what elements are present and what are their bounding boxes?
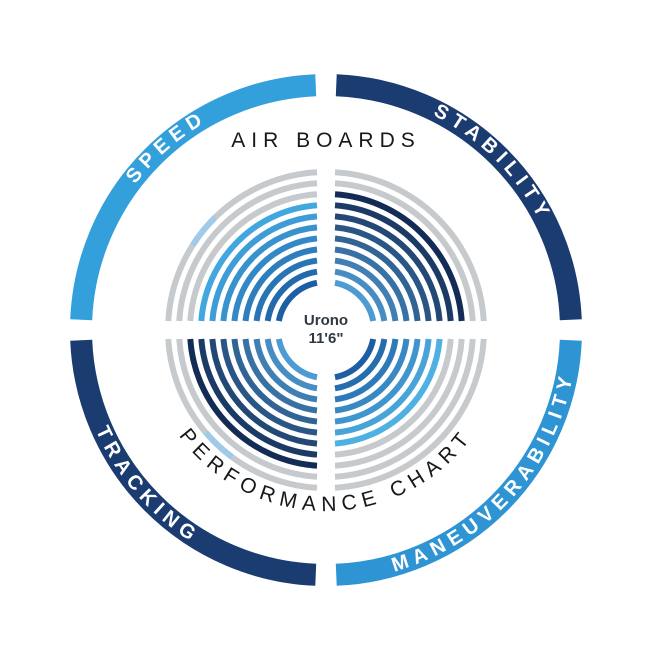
ring-segment-speed-3 bbox=[242, 246, 318, 322]
ring-segment-tracking-6 bbox=[209, 338, 318, 447]
category-arc-stability bbox=[335, 74, 582, 321]
ring-segment-maneuverability-9 bbox=[334, 338, 476, 480]
arc-label-speed: SPEED bbox=[122, 106, 211, 188]
ring-segment-tracking-9 bbox=[176, 338, 318, 480]
ring-segment-stability-10 bbox=[334, 169, 487, 322]
ring-segment-speed-6 bbox=[209, 213, 318, 322]
chart-subtitle-textpath: PERFORMANCE CHART bbox=[175, 424, 472, 516]
ring-segment-stability-8 bbox=[334, 191, 465, 322]
ring-segment-tracking-8 bbox=[187, 338, 318, 469]
chart-subtitle: PERFORMANCE CHART bbox=[175, 424, 478, 516]
ring-segment-stability-9 bbox=[334, 180, 476, 322]
ring-segment-speed-5 bbox=[220, 224, 318, 322]
ring-segment-stability-2 bbox=[334, 257, 399, 322]
ring-segment-maneuverability-0 bbox=[334, 338, 377, 381]
board-model: Urono bbox=[304, 312, 348, 329]
ring-segment-tracking-3 bbox=[242, 338, 318, 414]
ring-segment-stability-5 bbox=[334, 224, 432, 322]
ring-segment-speed-9 bbox=[176, 180, 318, 322]
ring-segment-maneuverability-10 bbox=[334, 338, 487, 491]
rings-maneuverability bbox=[334, 338, 487, 491]
ring-segment-stability-4 bbox=[334, 235, 421, 322]
ring-segment-maneuverability-3 bbox=[334, 338, 410, 414]
partial-ring-speed bbox=[190, 215, 218, 247]
ring-segment-tracking-4 bbox=[231, 338, 318, 425]
category-arc-speed bbox=[70, 74, 317, 321]
ring-segment-stability-1 bbox=[334, 268, 388, 322]
chart-title: AIR BOARDS bbox=[231, 129, 421, 152]
ring-segment-tracking-5 bbox=[220, 338, 318, 436]
arc-label-stability: STABILITY bbox=[430, 100, 556, 226]
ring-segment-speed-4 bbox=[231, 235, 318, 322]
board-size: 11'6" bbox=[309, 330, 344, 347]
ring-segment-maneuverability-5 bbox=[334, 338, 432, 436]
ring-segment-speed-1 bbox=[264, 268, 318, 322]
partial-ring-tracking bbox=[203, 430, 234, 460]
ring-segment-tracking-0 bbox=[275, 338, 318, 381]
rings-speed bbox=[165, 169, 318, 322]
ring-segment-tracking-7 bbox=[198, 338, 318, 458]
ring-segment-speed-2 bbox=[253, 257, 318, 322]
ring-segment-stability-7 bbox=[334, 202, 454, 322]
ring-segment-maneuverability-4 bbox=[334, 338, 421, 425]
ring-segment-maneuverability-7 bbox=[334, 338, 454, 458]
ring-segment-speed-7 bbox=[198, 202, 318, 322]
ring-segment-tracking-2 bbox=[253, 338, 318, 403]
ring-segment-maneuverability-2 bbox=[334, 338, 399, 403]
ring-segment-speed-8 bbox=[187, 191, 318, 322]
ring-segment-stability-0 bbox=[334, 279, 377, 322]
ring-segment-maneuverability-1 bbox=[334, 338, 388, 392]
rings-stability bbox=[334, 169, 487, 322]
ring-segment-speed-0 bbox=[275, 279, 318, 322]
ring-segment-tracking-1 bbox=[264, 338, 318, 392]
ring-segment-maneuverability-6 bbox=[334, 338, 443, 447]
ring-segment-stability-3 bbox=[334, 246, 410, 322]
rings-tracking bbox=[165, 338, 318, 491]
ring-segment-maneuverability-8 bbox=[334, 338, 465, 469]
ring-segment-stability-6 bbox=[334, 213, 443, 322]
category-arc-maneuverability bbox=[335, 339, 582, 586]
category-arc-tracking bbox=[70, 339, 317, 586]
